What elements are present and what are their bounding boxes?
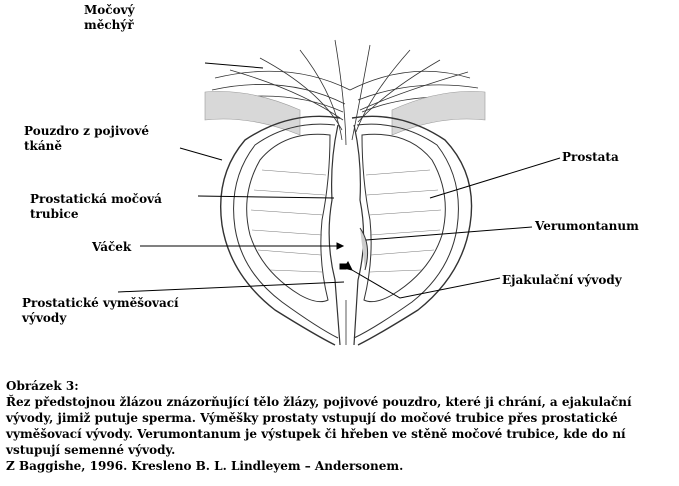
label-verumontanum: Verumontanum	[535, 219, 639, 233]
caption-title: Obrázek 3:	[6, 379, 79, 393]
caption-line: vstupují semenné vývody.	[6, 443, 176, 457]
caption-source: Z Baggishe, 1996. Kresleno B. L. Lindley…	[6, 459, 404, 473]
bladder-muscle-lines	[211, 39, 481, 146]
right-lobe	[361, 133, 446, 303]
caption-line: vyměšovací vývody. Verumontanum je výstu…	[6, 427, 626, 441]
label-capsule: Pouzdro z pojivové tkáně	[24, 124, 150, 153]
lobe-hatching	[250, 169, 442, 273]
label-prostatic-urethra: Prostatická močová trubice	[30, 192, 162, 221]
capsule-outline	[219, 115, 473, 346]
pointer-lines	[117, 62, 561, 299]
prostate-diagram	[117, 39, 561, 346]
label-prostate: Prostata	[562, 150, 619, 164]
left-lobe	[246, 133, 331, 303]
capsule-inner	[233, 123, 459, 339]
label-ejaculatory-ducts: Ejakulační vývody	[502, 273, 622, 287]
figure-caption: Obrázek 3: Řez předstojnou žlázou znázor…	[6, 378, 674, 474]
label-bladder: Močový měchýř	[84, 3, 135, 32]
caption-line: vývody, jimiž putuje sperma. Výměšky pro…	[6, 411, 618, 425]
label-utricle: Váček	[92, 240, 132, 254]
verumontanum-shape	[359, 227, 369, 271]
label-prostatic-ducts: Prostatické vyměšovací vývody	[22, 296, 179, 325]
caption-line: Řez předstojnou žlázou znázorňující tělo…	[6, 395, 632, 409]
urethra	[328, 124, 365, 346]
